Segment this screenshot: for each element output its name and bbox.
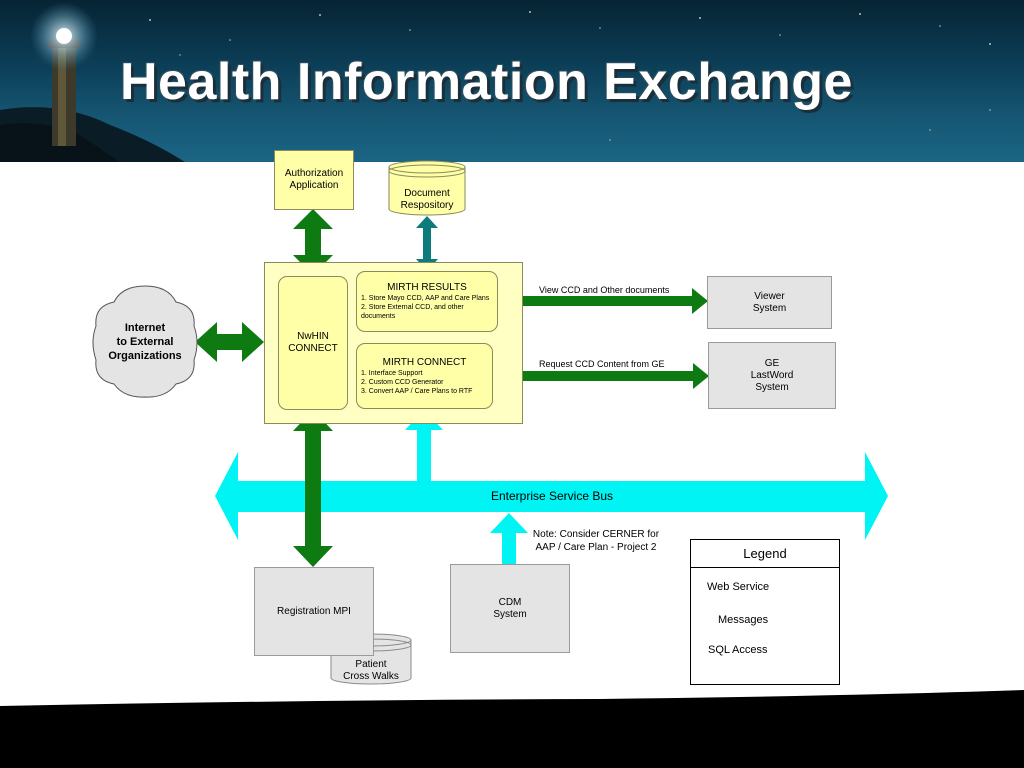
bus-to-mirth-connect-arrow (405, 410, 443, 482)
registration-mpi: Registration MPI (254, 567, 374, 656)
viewer-line-2: System (752, 302, 787, 314)
internet-line-3: Organizations (108, 350, 182, 362)
enterprise-service-bus: Enterprise Service Bus (440, 486, 664, 506)
authorization-line-1: Authorization (284, 168, 344, 179)
request-ccd-label: Request CCD Content from GE (539, 359, 665, 369)
mirth-results-item-1: 1. Store Mayo CCD, AAP and Care Plans (361, 295, 490, 302)
note-line-2: AAP / Care Plan - Project 2 (535, 542, 657, 553)
mirth-connect-to-ge-arrow (492, 363, 709, 389)
nwhin-connect: NwHIN CONNECT (278, 276, 348, 410)
patient-cross-walks: Patient Cross Walks (331, 657, 411, 685)
document-repository: Document Respository (389, 182, 465, 218)
auth-to-nwhin-arrow (293, 209, 333, 275)
authorization-application: Authorization Application (274, 150, 354, 210)
cdm-line-2: System (493, 608, 527, 620)
enterprise-service-bus-arrow (215, 452, 888, 540)
view-ccd-label: View CCD and Other documents (539, 285, 670, 295)
repository-sql-arrow (416, 216, 438, 271)
mirth-results: MIRTH RESULTS 1. Store Mayo CCD, AAP and… (356, 271, 498, 332)
lighthouse-scene (0, 2, 991, 162)
page-title: Health Information Exchange (120, 53, 853, 111)
viewer-system: Viewer System (707, 276, 832, 329)
ge-line-3: System (755, 381, 789, 393)
enterprise-service-bus-label: Enterprise Service Bus (490, 489, 614, 503)
cdm-to-bus-arrow (490, 513, 528, 565)
legend-web-service-label: Web Service (707, 581, 770, 593)
cdm-line-1: CDM (498, 596, 522, 608)
internet-organizations: Internet to External Organizations (100, 310, 190, 374)
mirth-results-item-2: 2. Store External CCD, and other documen… (361, 304, 464, 320)
document-repository-cylinder (388, 160, 466, 216)
mirth-connect: MIRTH CONNECT 1. Interface Support 2. Cu… (356, 343, 493, 409)
mirth-connect-item-3: 3. Convert AAP / Care Plans to RTF (361, 387, 473, 395)
ge-line-2: LastWord (750, 369, 794, 381)
internet-line-2: to External (116, 336, 174, 348)
patient-line-1: Patient (355, 659, 387, 670)
legend-messages-label: Messages (718, 614, 769, 626)
nwhin-line-1: NwHIN (297, 331, 329, 342)
authorization-line-2: Application (289, 180, 339, 191)
document-repository-line-1: Document (404, 188, 450, 199)
mirth-connect-item-2: 2. Custom CCD Generator (361, 378, 444, 386)
legend-sql-access-label: SQL Access (708, 644, 768, 656)
mirth-results-title: MIRTH RESULTS (387, 282, 467, 293)
note-line-1: Note: Consider CERNER for (532, 529, 660, 540)
mirth-connect-title: MIRTH CONNECT (382, 356, 467, 368)
mirth-connect-item-1: 1. Interface Support (361, 369, 423, 377)
document-repository-line-2: Respository (400, 200, 454, 211)
nwhin-to-mpi-arrow (293, 410, 333, 567)
patient-line-2: Cross Walks (343, 671, 399, 682)
ge-line-1: GE (764, 357, 780, 369)
registration-mpi-label: Registration MPI (277, 605, 351, 617)
legend: Legend Web Service Messages SQL Access (690, 539, 840, 685)
mirth-results-to-viewer-arrow (497, 288, 708, 314)
nwhin-line-2: CONNECT (288, 343, 338, 354)
header-banner: Health Information Exchange (0, 0, 1024, 162)
ge-lastword-system: GE LastWord System (708, 342, 836, 409)
legend-title: Legend (691, 540, 839, 568)
internet-to-nwhin-arrow (195, 322, 264, 362)
viewer-line-1: Viewer (754, 290, 785, 302)
internet-line-1: Internet (124, 322, 166, 334)
internet-cloud-shape (92, 285, 198, 398)
cdm-system: CDM System (450, 564, 570, 653)
cerner-note: Note: Consider CERNER for AAP / Care Pla… (530, 527, 662, 555)
